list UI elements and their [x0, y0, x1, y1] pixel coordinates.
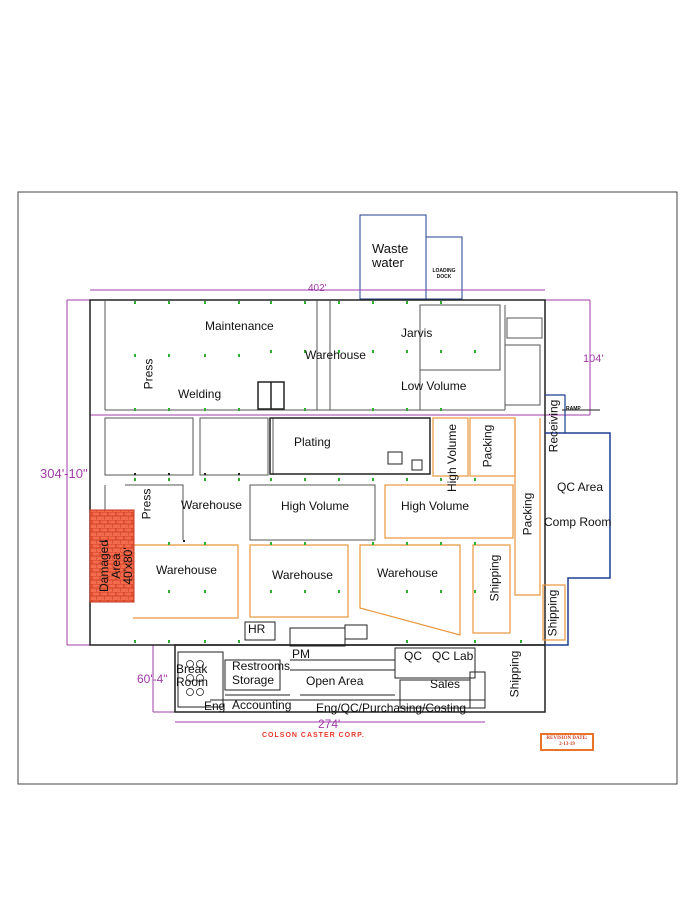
low-volume-label: Low Volume [401, 379, 467, 393]
damaged-area-label: Damaged Area 40'x80' [97, 539, 135, 593]
plating-label: Plating [294, 435, 331, 449]
dimension-lines [66, 289, 591, 723]
warehouse-top-label: Warehouse [305, 348, 366, 362]
hr-label: HR [248, 622, 266, 636]
eng-qc-purchasing-costing-label: Eng/QC/Purchasing/Costing [316, 701, 467, 715]
press-top-label: Press [141, 358, 156, 390]
comp-room-label: Comp Room [544, 515, 612, 529]
ramp-label: RAMP [566, 406, 581, 412]
shipping-right-label: Shipping [545, 589, 560, 637]
packing-top-label: Packing [480, 424, 495, 468]
welding-label: Welding [178, 387, 222, 401]
office-outer-wall [174, 644, 546, 713]
orange-zones [133, 417, 566, 641]
qc-area-label: QC Area [557, 480, 604, 494]
warehouse-mid-label: Warehouse [181, 498, 242, 512]
warehouse-low3-label: Warehouse [377, 566, 438, 580]
loading-dock [425, 236, 463, 300]
plating-room [269, 417, 431, 475]
high-volume-vertical-label: High Volume [445, 423, 460, 493]
dimension-left: 304'-10" [40, 466, 88, 481]
column-dots [105, 473, 240, 542]
break-room-label: Break Room [176, 662, 209, 689]
warehouse-low1-label: Warehouse [156, 563, 217, 577]
shipping-mid-label: Shipping [487, 554, 502, 602]
shipping-office-label: Shipping [507, 650, 522, 698]
high-volume-right-label: High Volume [401, 499, 470, 513]
press-mid-label: Press [139, 488, 154, 520]
high-volume-mid-label: High Volume [281, 499, 350, 513]
interior-walls [104, 300, 543, 541]
storage-label: Storage [232, 673, 275, 687]
maintenance-label: Maintenance [205, 319, 274, 333]
warehouse-low2-label: Warehouse [272, 568, 333, 582]
receiving-label: Receiving [546, 399, 561, 453]
jarvis-label: Jarvis [401, 326, 433, 340]
accounting-label: Accounting [232, 698, 292, 712]
dimension-top: 402' [308, 283, 327, 294]
loading-dock-label: LOADING DOCK [432, 268, 456, 280]
dimension-bottom: 274' [318, 717, 341, 731]
pm-label: PM [292, 647, 310, 661]
wastewater-label: Waste water [372, 241, 409, 270]
office-rooms [177, 621, 486, 709]
restrooms-label: Restrooms [232, 659, 291, 673]
qc-lab-label: QC Lab [432, 649, 474, 663]
sales-label: Sales [430, 677, 461, 691]
sheet-border [17, 191, 678, 785]
company-name: COLSON CASTER CORP. [262, 732, 365, 739]
column-markers [134, 301, 522, 643]
dimension-right: 104' [583, 353, 604, 365]
packing-right-label: Packing [520, 492, 535, 536]
damaged-area [89, 509, 135, 603]
qc-label: QC [404, 649, 422, 663]
revision-date-box: REVISION DATE: 2-13-19 [540, 733, 594, 751]
open-area-label: Open Area [306, 674, 364, 688]
dimension-bottom-left: 60'-4" [137, 672, 168, 686]
qc-comp-room-wall [545, 432, 611, 646]
eng-label: Eng [204, 699, 226, 713]
break-room-tables [186, 660, 204, 696]
